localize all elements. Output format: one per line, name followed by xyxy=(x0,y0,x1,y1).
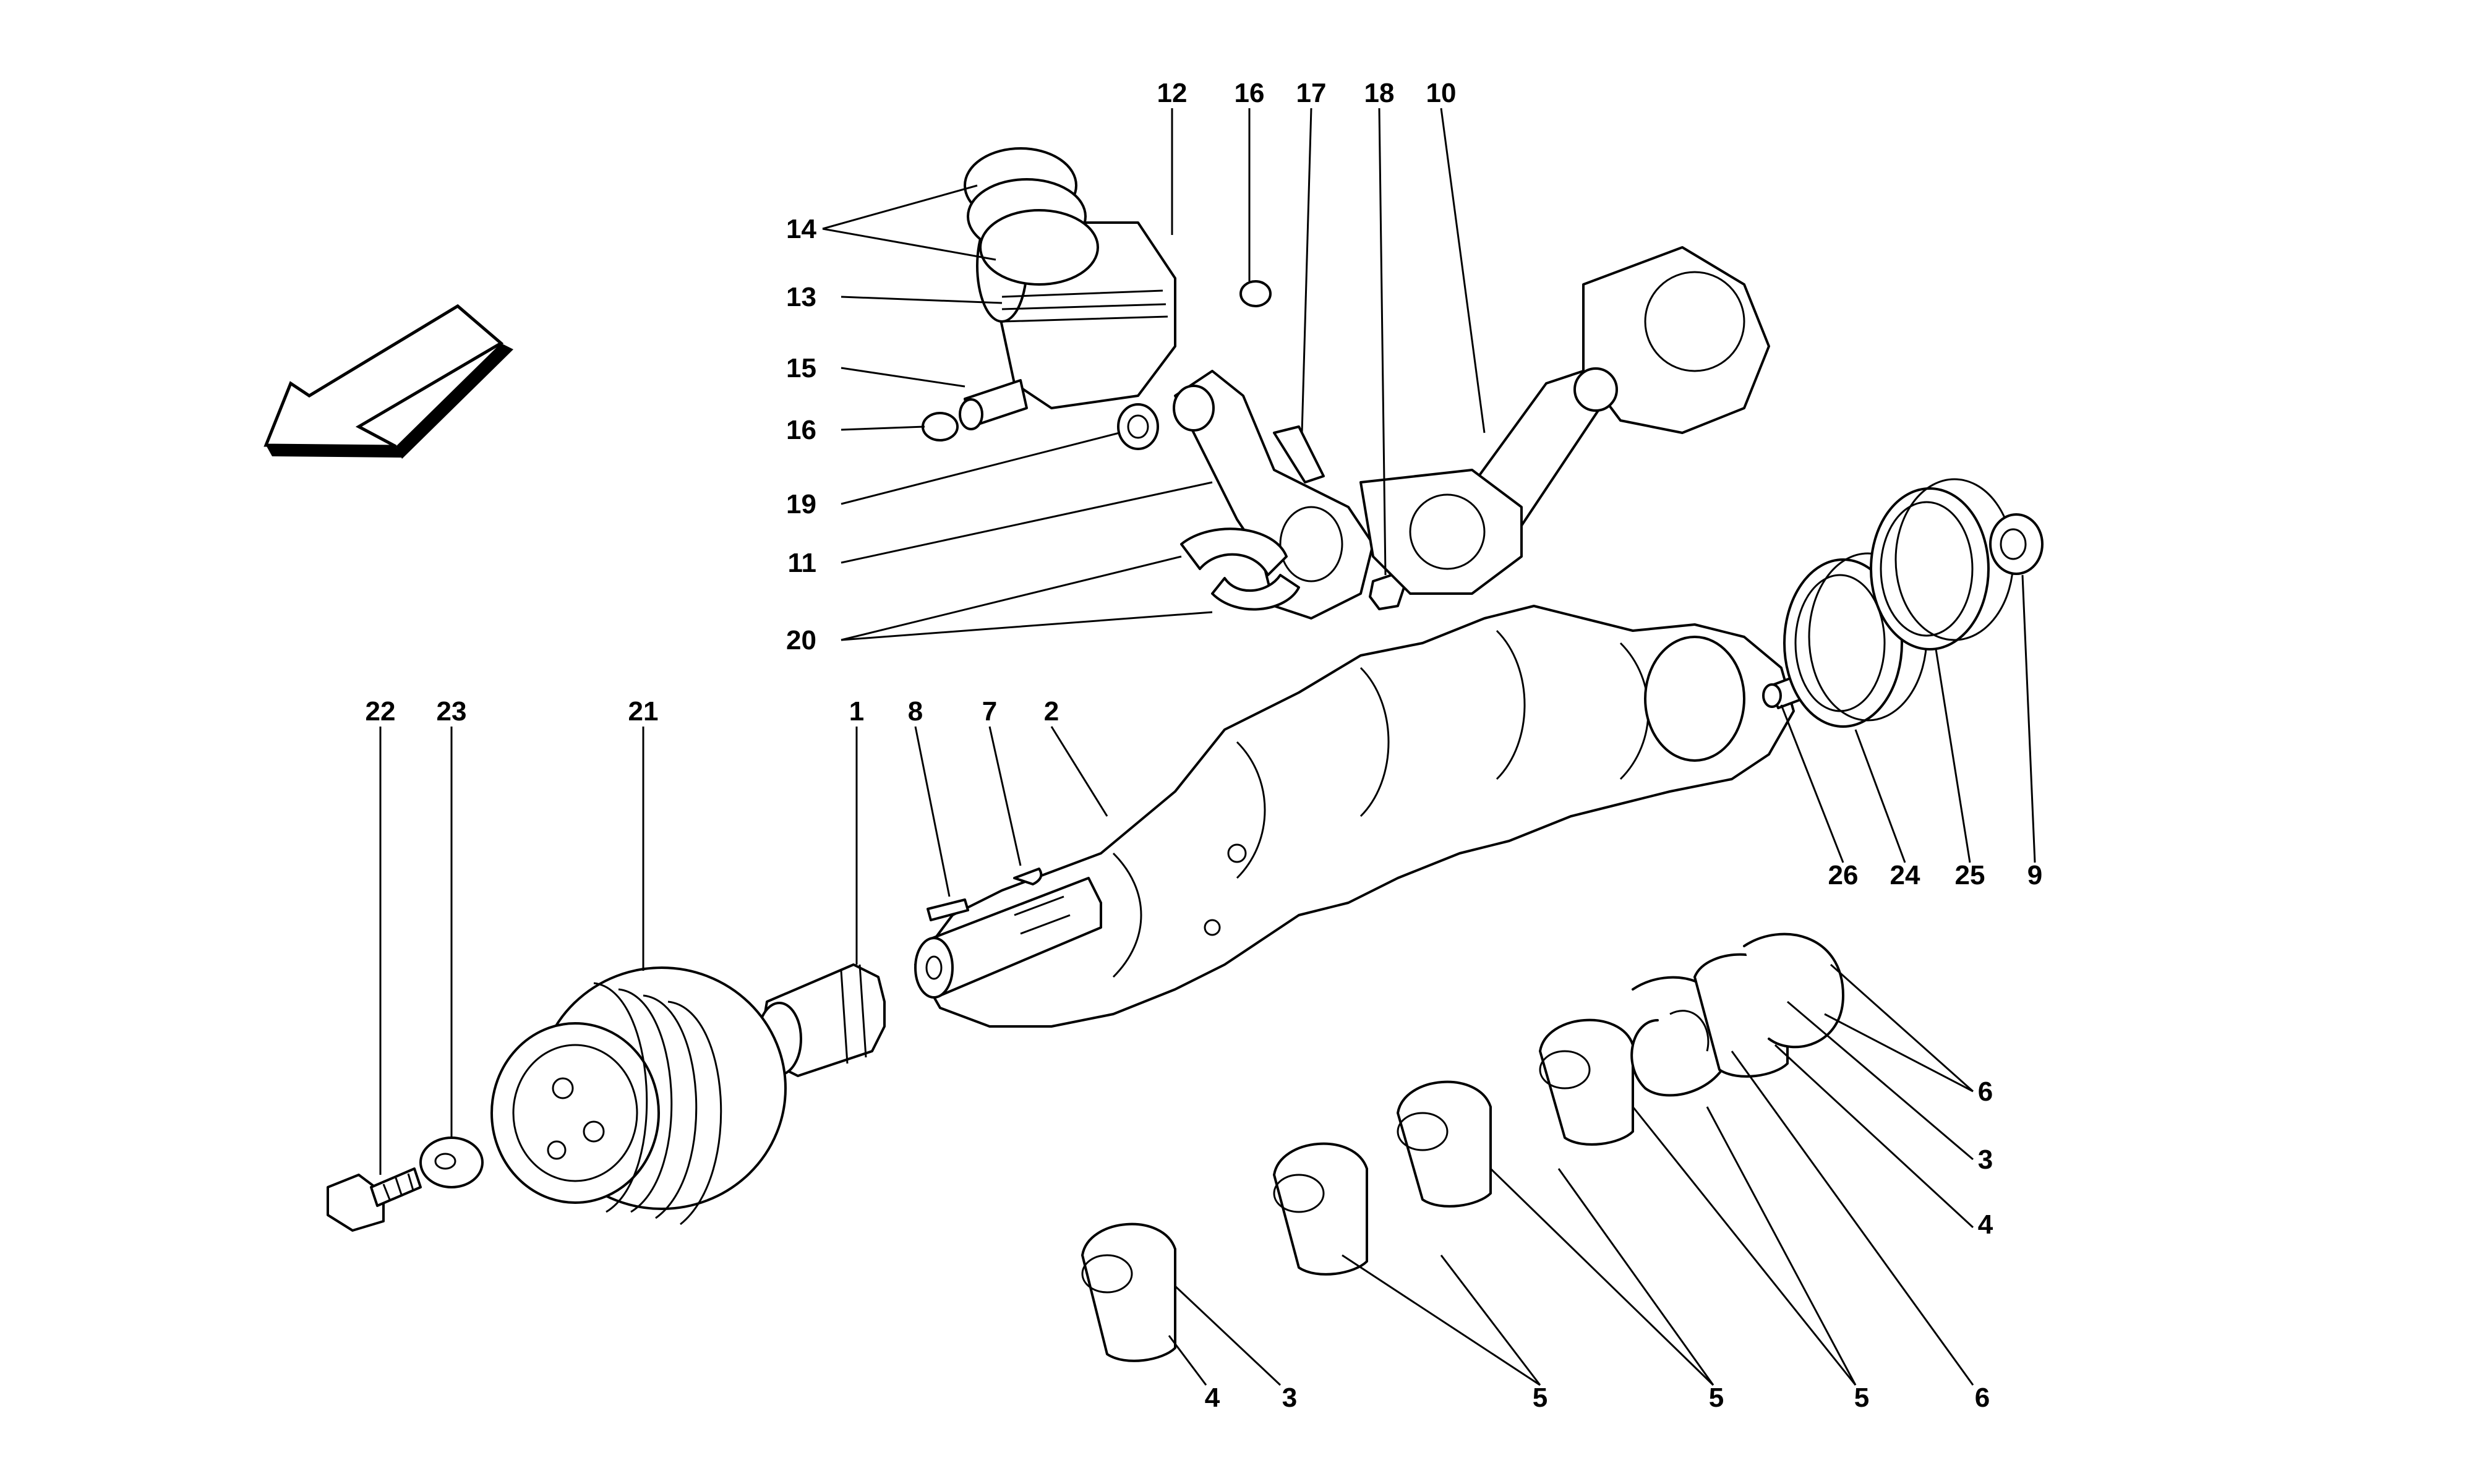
crankshaft xyxy=(914,605,1795,1028)
connecting-rod-11 xyxy=(1173,370,1374,620)
callout-26: 26 xyxy=(1828,860,1859,890)
callout-20: 20 xyxy=(786,625,816,655)
flange-25 xyxy=(1870,478,2014,650)
callout-15: 15 xyxy=(786,353,816,383)
callout-4-bottom: 4 xyxy=(1205,1383,1220,1413)
callout-12: 12 xyxy=(1157,78,1188,108)
callout-25: 25 xyxy=(1955,860,1985,890)
conrod-bearing-20-lower xyxy=(1211,574,1300,611)
callout-14: 14 xyxy=(786,214,816,244)
piston-pin-15 xyxy=(959,379,1028,430)
callout-16-left: 16 xyxy=(786,415,816,445)
callout-13: 13 xyxy=(786,282,816,312)
circlip-16-top xyxy=(1239,280,1272,307)
main-bearing-shell-5-a xyxy=(1273,1142,1368,1276)
thrust-bearing-6-b xyxy=(1743,932,1844,1049)
callout-5-b: 5 xyxy=(1709,1383,1724,1413)
crankshaft-nose xyxy=(914,877,1102,999)
leader-lines xyxy=(379,108,2036,1386)
callout-3-right: 3 xyxy=(1978,1145,1993,1175)
callout-16-top: 16 xyxy=(1235,78,1265,108)
key-8 xyxy=(927,898,969,921)
piston-rod-assembly-10 xyxy=(1359,246,1770,595)
piston-rings-14 xyxy=(964,147,1099,286)
direction-arrow-icon xyxy=(263,304,513,459)
bolt-22 xyxy=(327,1167,422,1232)
woodruff-key-7 xyxy=(1013,868,1043,885)
callout-24: 24 xyxy=(1890,860,1920,890)
seal-ring-24 xyxy=(1783,552,1928,728)
callout-labels: 12 16 17 18 10 14 13 15 16 19 11 20 22 2… xyxy=(366,78,2043,1413)
circlip-16-left xyxy=(922,412,959,441)
callout-17: 17 xyxy=(1296,78,1327,108)
callout-5-c: 5 xyxy=(1854,1383,1869,1413)
main-bearing-shell-3-4 xyxy=(1081,1222,1176,1362)
callout-5-a: 5 xyxy=(1533,1383,1547,1413)
callout-23: 23 xyxy=(437,696,467,727)
callout-8: 8 xyxy=(908,696,923,727)
bushing-19 xyxy=(1117,403,1159,450)
main-bearing-shell-5-c xyxy=(1539,1018,1634,1146)
callout-2: 2 xyxy=(1044,696,1059,727)
callout-19: 19 xyxy=(786,489,816,519)
callout-10: 10 xyxy=(1426,78,1457,108)
callout-6-right: 6 xyxy=(1978,1077,1993,1107)
conrod-bearing-20-upper xyxy=(1180,527,1288,576)
callout-7: 7 xyxy=(982,696,997,727)
callout-3-bottom: 3 xyxy=(1282,1383,1297,1413)
bearing-9 xyxy=(1989,513,2044,575)
rod-bolt-17 xyxy=(1273,425,1325,484)
main-bearing-shell-5-b xyxy=(1397,1080,1492,1208)
washer-23 xyxy=(419,1136,484,1188)
callout-18: 18 xyxy=(1364,78,1395,108)
callout-11: 11 xyxy=(787,548,816,578)
callout-9: 9 xyxy=(2027,860,2042,890)
callout-1: 1 xyxy=(849,696,864,727)
callout-22: 22 xyxy=(366,696,396,727)
callout-6-bottom: 6 xyxy=(1975,1383,1990,1413)
callout-21: 21 xyxy=(628,696,659,727)
pulley-21 xyxy=(490,966,787,1226)
callout-4-right: 4 xyxy=(1978,1209,1993,1240)
